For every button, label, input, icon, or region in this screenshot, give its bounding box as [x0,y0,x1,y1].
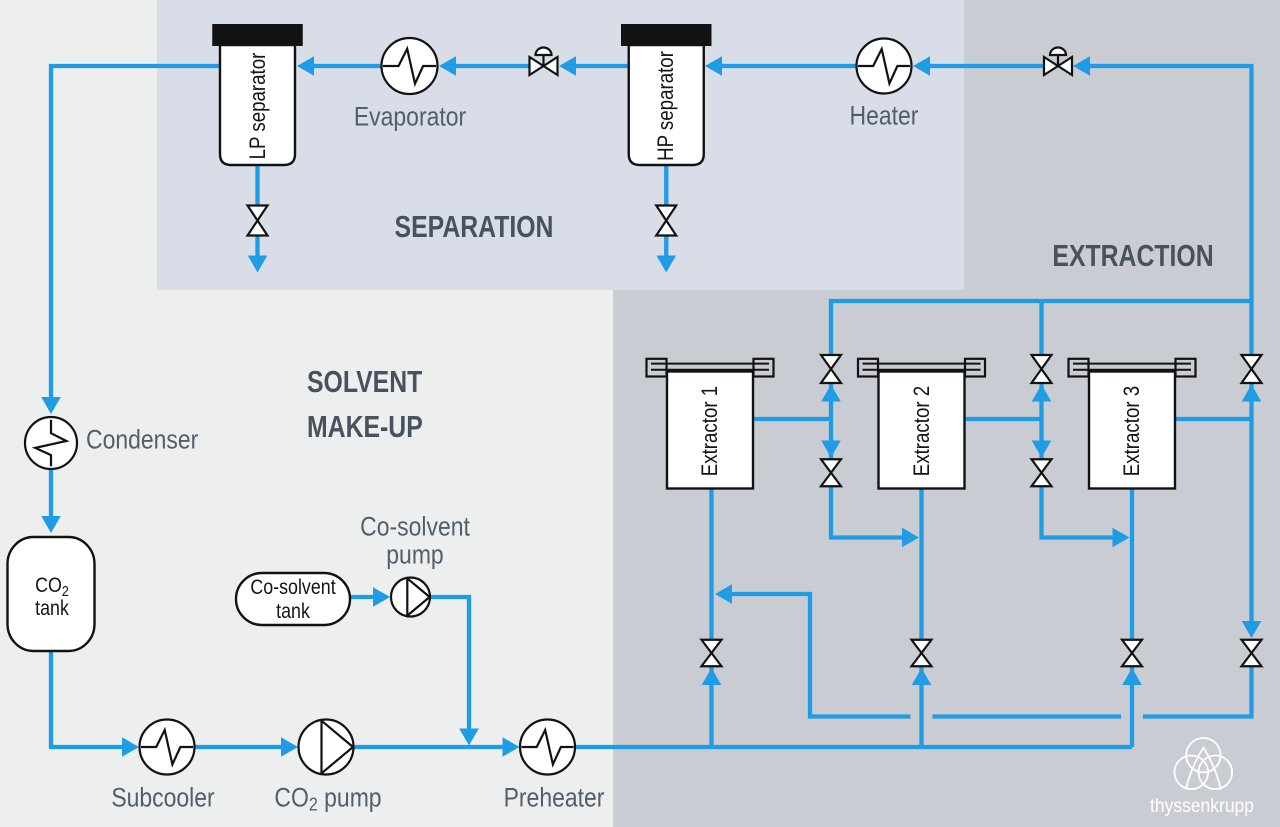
evaporator-icon [380,36,439,96]
flow-arrow-icon [559,56,576,76]
hp-separator-vessel [621,24,712,167]
condenser-icon [23,415,79,471]
extractor2-feed-valve-icon [909,638,934,668]
flow-arrow-icon [913,56,930,76]
flow-arrow-icon [821,440,841,458]
flow-arrow-icon [247,255,268,273]
pipe-cosolvent-to-main [430,594,472,730]
cosolvent-tank-label-line1: Co-solvent [250,575,336,599]
flow-arrow-icon [1241,384,1262,402]
extractor-1-label: Extractor 1 [697,385,722,476]
section-title-solvent-makeup-line1: SOLVENT [307,363,423,399]
extraction-control-valve-icon [1042,46,1074,78]
lp-separator-vessel [212,24,303,167]
col2-upper-valve-icon [1029,353,1054,385]
extraction-region-background-top [964,0,1280,290]
cosolvent-tank-label-line2: tank [276,599,310,623]
thyssenkrupp-logo-icon [1173,737,1233,790]
flow-arrows [41,56,1262,757]
col2-lower-valve-icon [1029,458,1054,488]
flow-arrow-icon [902,527,919,548]
co2-tank-label-line1: CO2 [35,574,69,600]
separation-control-valve-icon [528,46,559,78]
evaporator-label: Evaporator [353,101,466,132]
flow-arrow-icon [373,587,390,607]
pipe-lp-to-condenser [48,63,222,398]
pipe-tank-to-subcooler [48,651,123,750]
cosolvent-pump-icon [389,576,432,618]
flow-arrow-icon [1031,384,1052,402]
thyssenkrupp-wordmark: thyssenkrupp [1150,796,1254,817]
lp-separator-label: LP separator [244,52,270,159]
preheater-icon [518,718,577,776]
flow-arrow-icon [1031,440,1052,458]
flow-arrow-icon [656,255,677,273]
condenser-label: Condenser [86,424,199,455]
section-title-solvent-makeup-line2: MAKE-UP [307,409,423,444]
riser-upper-valve-icon [1239,353,1264,385]
co2-tank-label-line2: tank [35,597,69,620]
flow-arrow-icon [1112,527,1130,548]
pipe-top-manifold [828,298,1252,355]
flow-arrow-icon [705,56,722,76]
flow-arrow-icon [459,728,479,746]
heater-label: Heater [849,100,919,131]
cosolvent-pump-label-line1: Co-solvent [359,511,470,542]
flow-arrow-icon [41,516,61,533]
flow-arrow-icon [502,737,520,757]
flow-arrow-icon [1241,621,1262,638]
co2-pump-icon [297,718,355,776]
flow-arrow-icon [911,668,932,685]
heater-icon [855,37,913,95]
hp-separator-label: HP separator [653,50,679,161]
flow-arrow-icon [122,737,139,757]
flow-arrow-icon [1122,668,1142,685]
section-title-separation: SEPARATION [394,209,553,244]
piping [48,63,1254,750]
pipe-return-to-extractor1 [731,591,911,719]
col1-lower-valve-icon [818,458,844,488]
extractor1-feed-valve-icon [699,638,724,668]
flow-arrow-icon [439,56,456,76]
riser-bottom-valve-icon [1239,638,1264,668]
flow-arrow-icon [821,384,841,402]
cosolvent-tank-vessel [234,571,352,627]
flow-arrow-icon [1073,56,1090,76]
extractor-2-label: Extractor 2 [908,385,934,476]
subcooler-icon [138,718,196,776]
section-title-extraction: EXTRACTION [1052,238,1214,273]
flow-arrow-icon [281,737,298,757]
pipe-riser-bottom [1143,666,1254,719]
flow-arrow-icon [297,56,314,76]
extractor-3-vessel [1067,357,1197,490]
extractor-3-label: Extractor 3 [1119,385,1144,476]
preheater-label: Preheater [503,782,605,812]
subcooler-label: Subcooler [111,782,215,812]
extractor-2-vessel [856,357,987,490]
hp-drain-valve-icon [654,204,679,237]
extractor-1-vessel [645,357,775,490]
col1-upper-valve-icon [818,353,844,385]
lp-drain-valve-icon [245,204,270,237]
equipment [6,24,1264,776]
cosolvent-pump-label-line2: pump [385,539,444,570]
extractor3-feed-valve-icon [1119,638,1145,668]
flow-arrow-icon [715,584,732,604]
pipe-riser-top [1089,63,1254,355]
flow-arrow-icon [701,668,722,685]
co2-pump-label: CO2 pump [274,782,382,816]
co2-tank-vessel [6,535,96,653]
flow-arrow-icon [41,397,61,414]
